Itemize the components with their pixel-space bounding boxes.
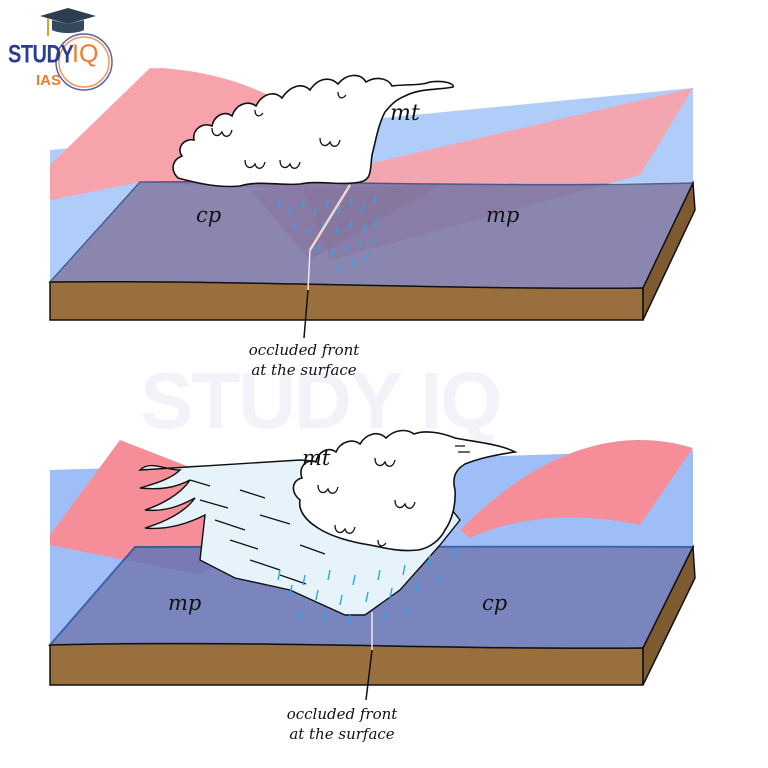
bottom-caption-pointer bbox=[365, 649, 373, 701]
bottom-label-left-air: mp bbox=[168, 591, 201, 615]
top-caption-line2: at the surface bbox=[251, 361, 357, 379]
logo-text-ias: IAS bbox=[36, 72, 62, 89]
bottom-label-right-air: cp bbox=[482, 591, 507, 615]
bottom-sheet-streaks bbox=[189, 479, 326, 585]
top-rain bbox=[277, 195, 379, 271]
bottom-ground-front bbox=[49, 642, 644, 686]
bottom-caption-line2: at the surface bbox=[289, 725, 395, 743]
bottom-ground-side bbox=[642, 544, 696, 686]
watermark: STUDY IQ bbox=[140, 356, 502, 445]
top-front-surface-line bbox=[307, 249, 311, 291]
logo-text-study: STUDY bbox=[8, 41, 74, 69]
top-label-upper-air: mt bbox=[390, 101, 420, 126]
bottom-diagram: mt mp cp bbox=[47, 429, 696, 701]
bottom-label-upper-air: mt bbox=[302, 446, 331, 470]
bottom-cloud bbox=[292, 429, 518, 552]
top-ground-side bbox=[642, 180, 696, 321]
bottom-caption: occluded front at the surface bbox=[252, 704, 432, 744]
logo-text-iq: IQ bbox=[72, 40, 99, 68]
top-caption: occluded front at the surface bbox=[214, 340, 394, 380]
top-diagram: mt cp mp bbox=[48, 68, 696, 339]
top-ground-front bbox=[49, 280, 644, 321]
top-surface-air bbox=[48, 180, 695, 290]
graduation-cap-icon bbox=[40, 8, 113, 91]
top-label-right-air: mp bbox=[486, 203, 519, 227]
top-caption-line1: occluded front bbox=[248, 341, 360, 359]
top-caption-pointer bbox=[303, 289, 309, 339]
top-front-line bbox=[308, 184, 352, 251]
top-cloud bbox=[172, 74, 455, 188]
top-label-left-air: cp bbox=[196, 203, 221, 227]
bottom-warm-air-right bbox=[460, 440, 693, 538]
top-cloud-puffs bbox=[211, 91, 347, 169]
studyiq-logo: STUDY IQ IAS bbox=[4, 4, 124, 104]
bottom-cloud-puffs bbox=[317, 445, 470, 547]
bottom-caption-line1: occluded front bbox=[286, 705, 398, 723]
bottom-rain bbox=[277, 549, 456, 626]
